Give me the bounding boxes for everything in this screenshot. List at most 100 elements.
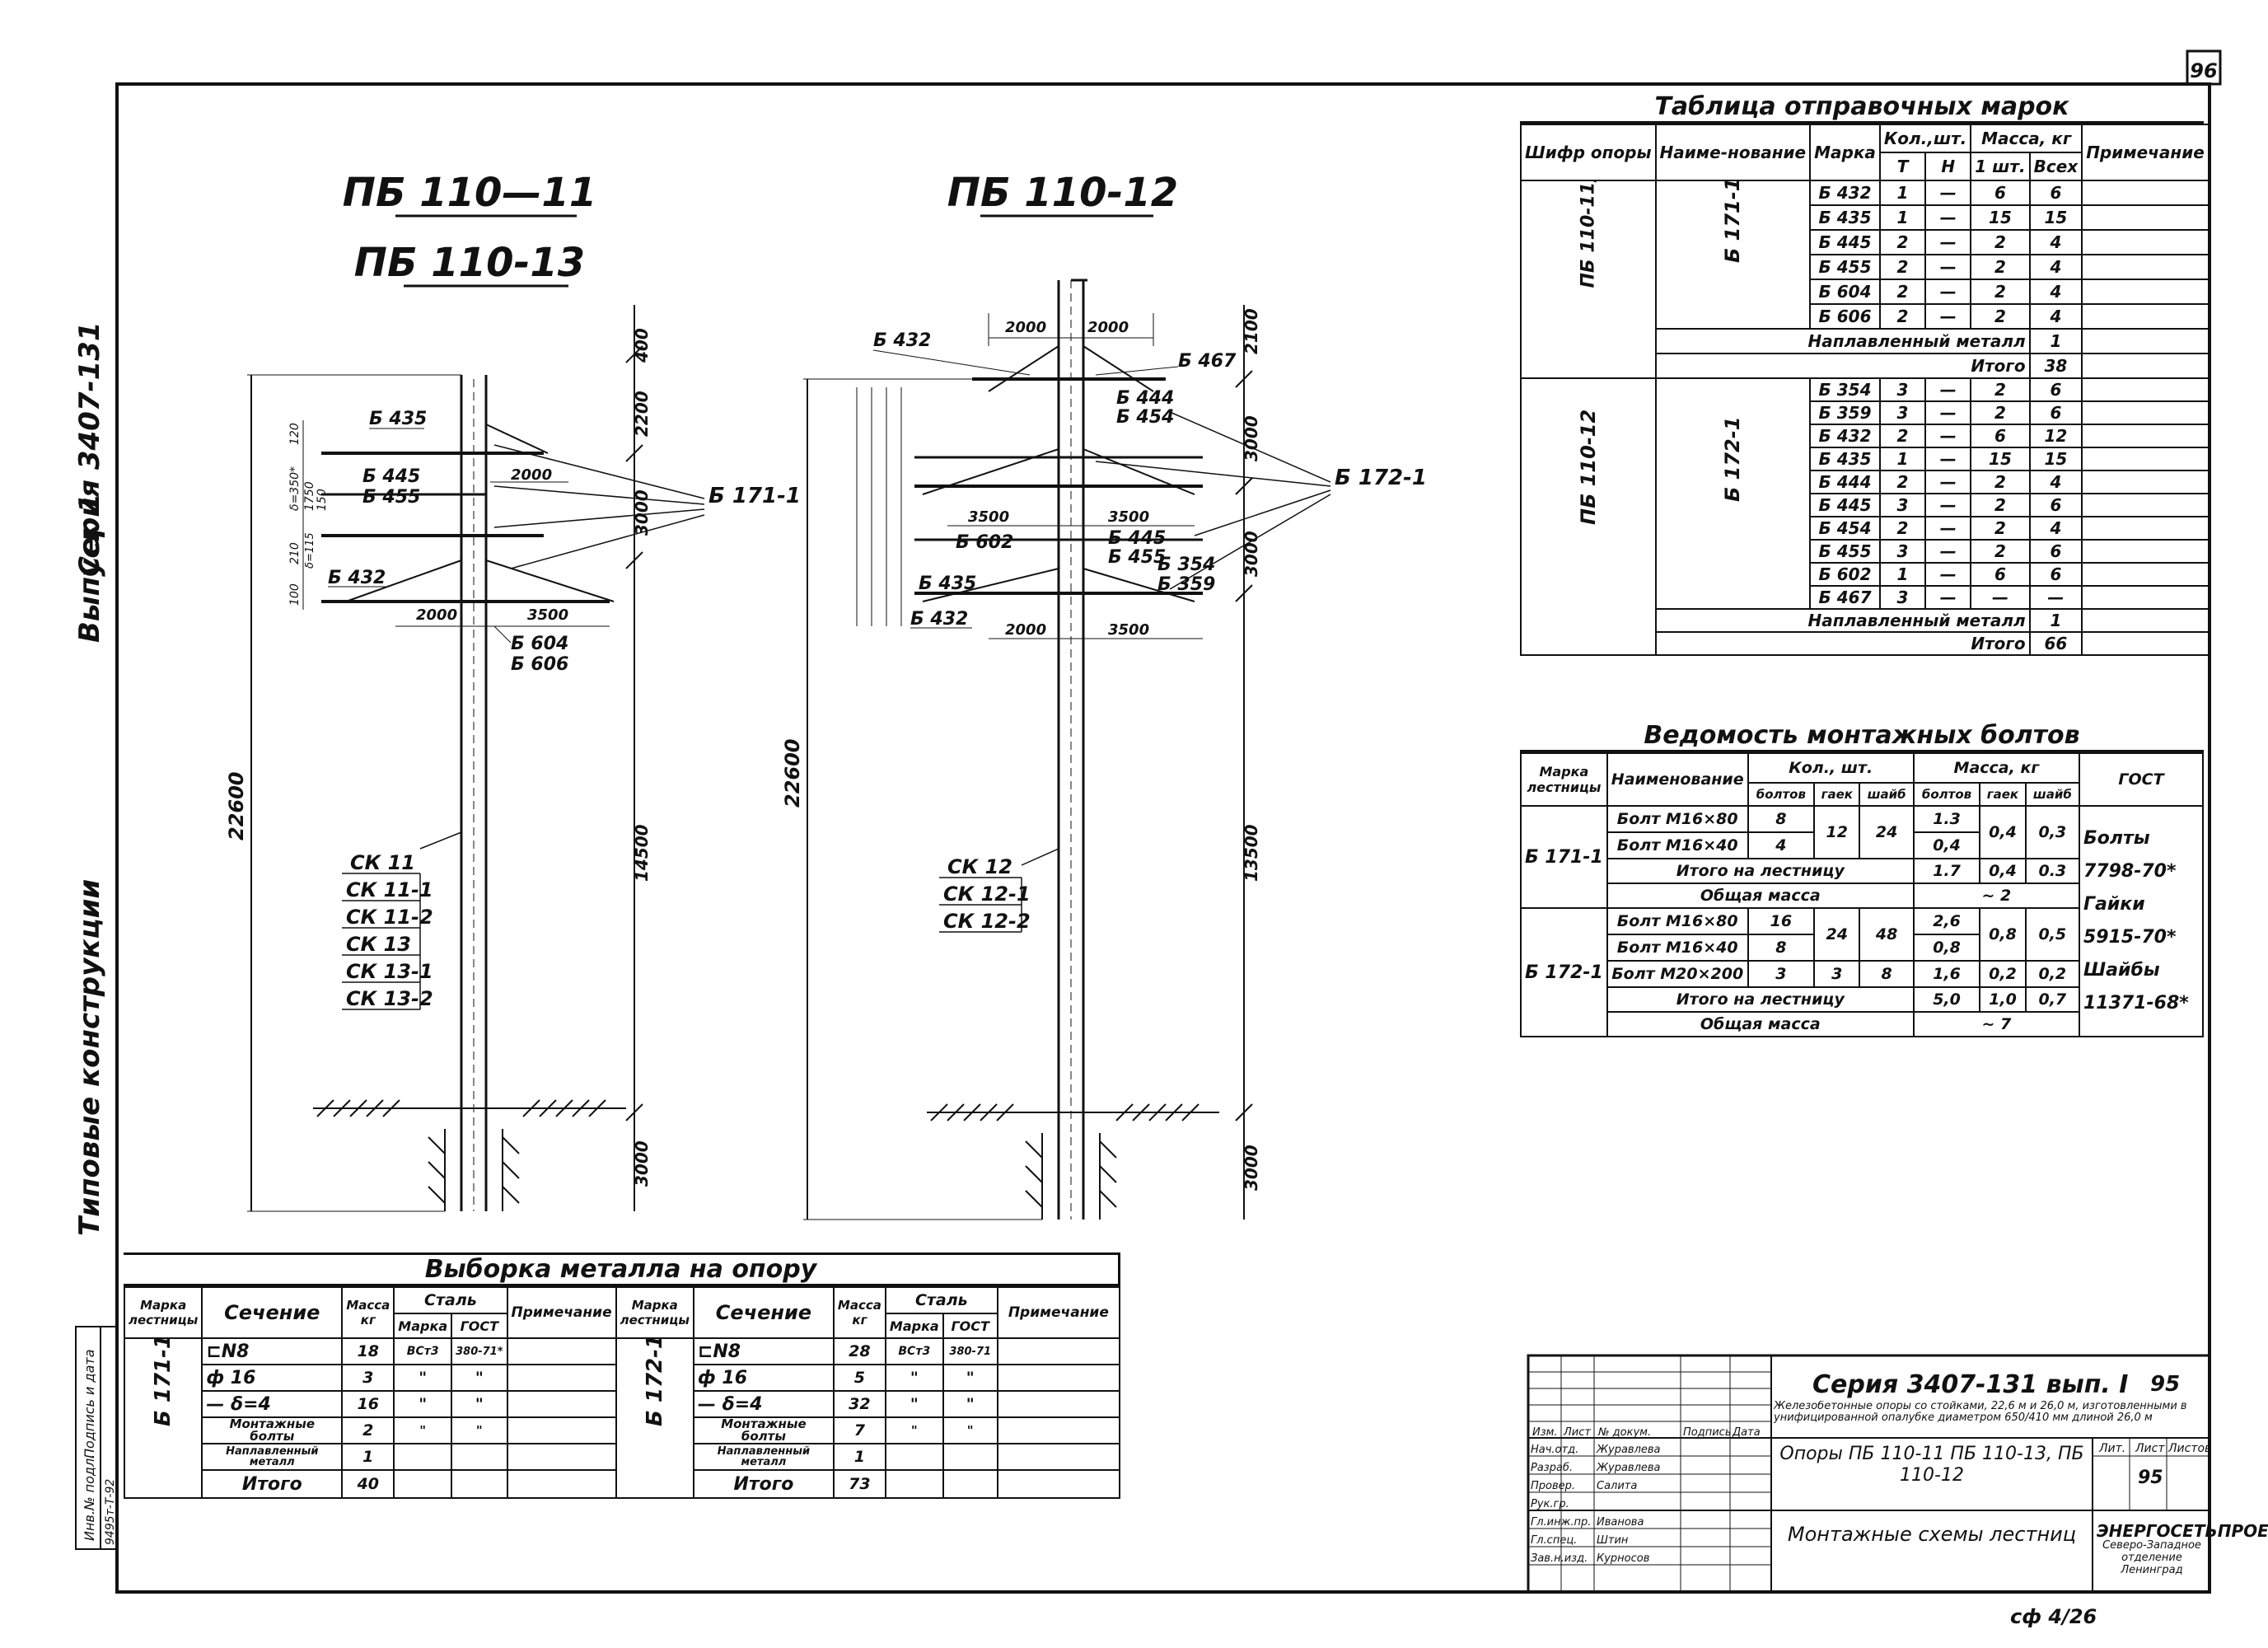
stand-right-1: СК 12-1 [943, 883, 1031, 906]
mr-r0-s: ⊏N8 [692, 1337, 835, 1365]
tb-stage: Лит. [2098, 1442, 2125, 1455]
group1-name: Б 171-1 [1721, 180, 1745, 263]
mr-mark: Б 172-1 [642, 1338, 667, 1426]
group1-code-cell: ПБ 110-11, ПБ 110-13 [1520, 180, 1657, 379]
side-inv-no: 9495т-Т-92 [104, 1479, 117, 1545]
tb-description-box: Железобетонные опоры со стойками, 22,6 м… [1774, 1401, 2187, 1424]
ml-total: Итого [201, 1469, 344, 1499]
g2r0-t: 3 [1878, 377, 1927, 402]
tb-doc-name: Монтажные схемы лестниц [1787, 1523, 2077, 1546]
tb-role-2: Провер. [1531, 1480, 1575, 1492]
mr-r2-m: 32 [832, 1390, 886, 1418]
tb-role-0: Нач.отд. [1531, 1444, 1578, 1456]
g2-weld-val: 1 [2028, 608, 2083, 633]
g1r0-t: 1 [1878, 180, 1927, 206]
b172-r2-wq: 8 [1859, 960, 1915, 988]
b171-sub-w: 0.3 [2024, 858, 2081, 884]
gost-3: 5915-70* [2083, 927, 2177, 948]
mr-r1-g: " [884, 1364, 944, 1392]
mh-gost-l: ГОСТ [451, 1313, 508, 1339]
hdr-all: Всех [2028, 152, 2083, 181]
g1r0-n: — [1924, 180, 1972, 206]
g1r4-all: 4 [2028, 279, 2083, 305]
g1r2-n: — [1924, 229, 1972, 255]
sheet-number-box [2186, 49, 2222, 86]
g2r3-t: 1 [1878, 447, 1927, 471]
mr-total-val: 73 [832, 1469, 886, 1499]
hdr-code: Шифр опоры [1520, 124, 1657, 181]
g2r9-n: — [1924, 585, 1972, 610]
drawing-title-3: ПБ 110-12 [947, 170, 1178, 216]
label-b172-right: Б 172-1 [1335, 466, 1427, 490]
g2r1-all: 6 [2028, 400, 2083, 425]
g1r1-all: 15 [2028, 204, 2083, 231]
gost-1: 7798-70* [2083, 861, 2177, 882]
g2r5-one: 2 [1970, 493, 2031, 517]
g1r3-one: 2 [1970, 254, 2031, 280]
b172-sub-w: 0,7 [2024, 986, 2081, 1013]
dim-crossarm-3500-left: 3500 [527, 606, 568, 624]
g2r8-one: 6 [1970, 562, 2031, 587]
dim-2200-left: 2200 [632, 391, 652, 437]
dim-top-left: 400 [632, 328, 652, 363]
tb-sheets: Листов [2167, 1442, 2211, 1455]
stand-left-2: СК 11-2 [346, 906, 433, 929]
g2-total-val: 66 [2028, 631, 2083, 656]
dim-total-left: 22600 [225, 772, 248, 841]
g2r9-t: 3 [1878, 585, 1927, 610]
b172-subtotal: Итого на лестницу [1606, 986, 1915, 1013]
drawing-title-1: ПБ 110—11 [343, 170, 596, 216]
mr-r3-m: 7 [832, 1416, 886, 1444]
mh-section-r: Сечение [692, 1286, 835, 1339]
side-sign: Подпись и дата [82, 1349, 97, 1458]
footer-note: сф 4/26 [2010, 1605, 2097, 1628]
dim-small-100: 100 [288, 583, 302, 606]
stand-left-0: СК 11 [350, 851, 415, 874]
dim-mid-3500a: 3500 [968, 508, 1009, 526]
g1-weld-val: 1 [2028, 328, 2083, 354]
label-b606-left: Б 606 [511, 654, 568, 675]
mh-grade-l: Марка [393, 1313, 453, 1339]
dim-mid-3500b: 3500 [1108, 508, 1149, 526]
g1r4-n: — [1924, 279, 1972, 305]
group2-name-cell: Б 172-1 [1654, 377, 1812, 610]
bh-gost: ГОСТ [2079, 752, 2204, 807]
label-b445-right: Б 445 [1108, 528, 1166, 549]
ml-r1-gost: " [451, 1364, 508, 1392]
ml-r0-s: ⊏N8 [201, 1337, 344, 1365]
ml-r2-gost: " [451, 1390, 508, 1418]
drawing-title-2: ПБ 110-13 [354, 240, 585, 286]
b172-r0-name: Болт М16×80 [1606, 907, 1749, 935]
g2r3-one: 15 [1970, 447, 2031, 471]
label-b467-right: Б 467 [1178, 351, 1237, 372]
dim-small-350: δ=350* [288, 466, 302, 511]
b172-r1-name: Болт М16×40 [1606, 934, 1749, 962]
tb-col-sign: Подпись [1683, 1426, 1731, 1439]
g2r4-mark: Б 444 [1809, 470, 1881, 494]
label-b604-left: Б 604 [511, 634, 568, 654]
mr-r4-s: Наплавленный металл [692, 1443, 835, 1471]
b172-r2-q: 3 [1747, 960, 1816, 988]
b171-total: Общая масса [1606, 883, 1915, 909]
g1r2-one: 2 [1970, 229, 2031, 255]
b172-mark: Б 172-1 [1520, 907, 1608, 1037]
g2r9-all: — [2028, 585, 2083, 610]
g1r5-mark: Б 606 [1809, 303, 1881, 330]
g1r0-all: 6 [2028, 180, 2083, 206]
g2-total: Итого [1654, 631, 2031, 656]
dim-small-120: 120 [288, 423, 302, 445]
ml-r0-gost: 380-71* [451, 1337, 508, 1365]
dim-top-right: 2100 [1242, 308, 1261, 354]
